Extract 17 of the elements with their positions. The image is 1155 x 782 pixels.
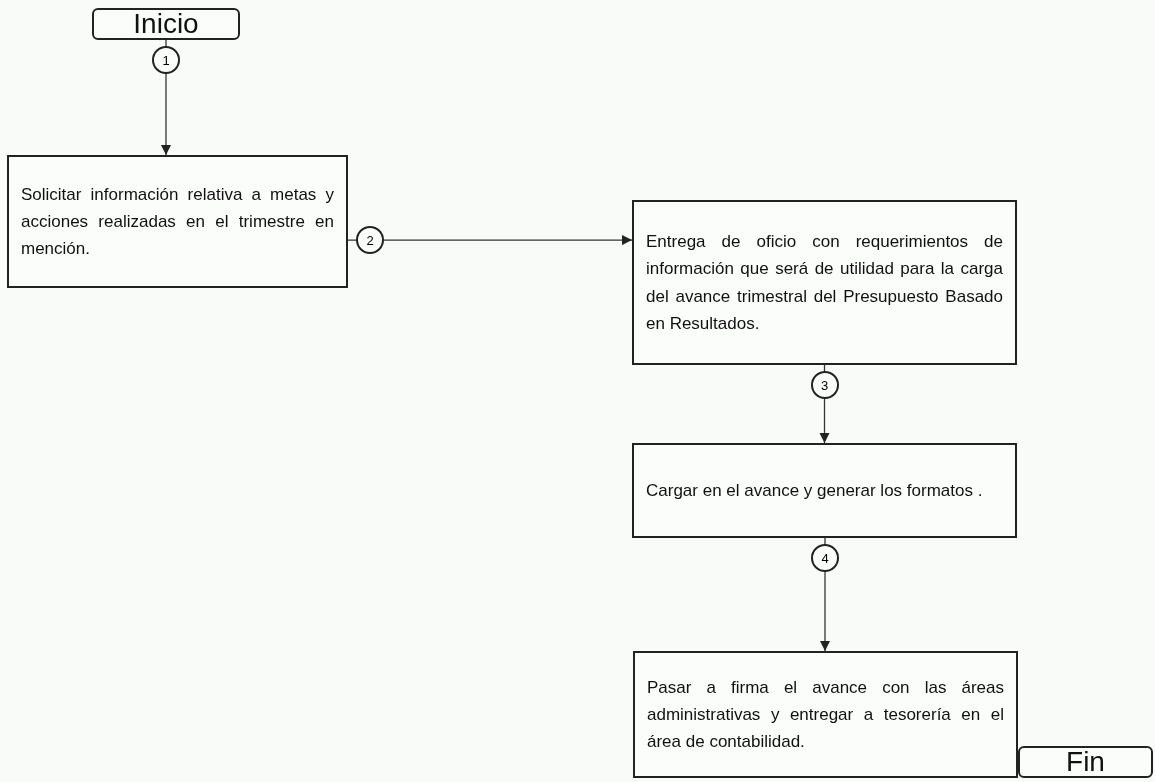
terminator-label: Fin [1066, 748, 1105, 776]
terminator-box [1018, 746, 1153, 778]
step-text: Pasar a firma el avance con las áreas administrativas y entregar a tesorería en el área de contabilidad. [646, 676, 1005, 754]
terminator-label: Inicio [133, 10, 199, 38]
step-number: 4 [811, 544, 839, 572]
step-text: Entrega de oficio con requerimientos de información que será de utilidad para la carga del avance trimestral del Presupuesto Basado en Resultados. [645, 231, 1004, 335]
step-number: 3 [810, 371, 839, 399]
step-text: Cargar en el avance y generar los formatos . [645, 479, 984, 502]
process-box [632, 200, 1017, 365]
step-text: Solicitar información relativa a metas y acciones realizadas en el trimestre en mención. [20, 183, 335, 261]
terminator-box [92, 8, 240, 40]
process-box [7, 155, 348, 288]
process-box [632, 443, 1017, 538]
process-box [633, 651, 1018, 778]
step-number: 2 [356, 226, 384, 255]
step-number: 1 [152, 46, 180, 74]
arrow [347, 234, 633, 246]
